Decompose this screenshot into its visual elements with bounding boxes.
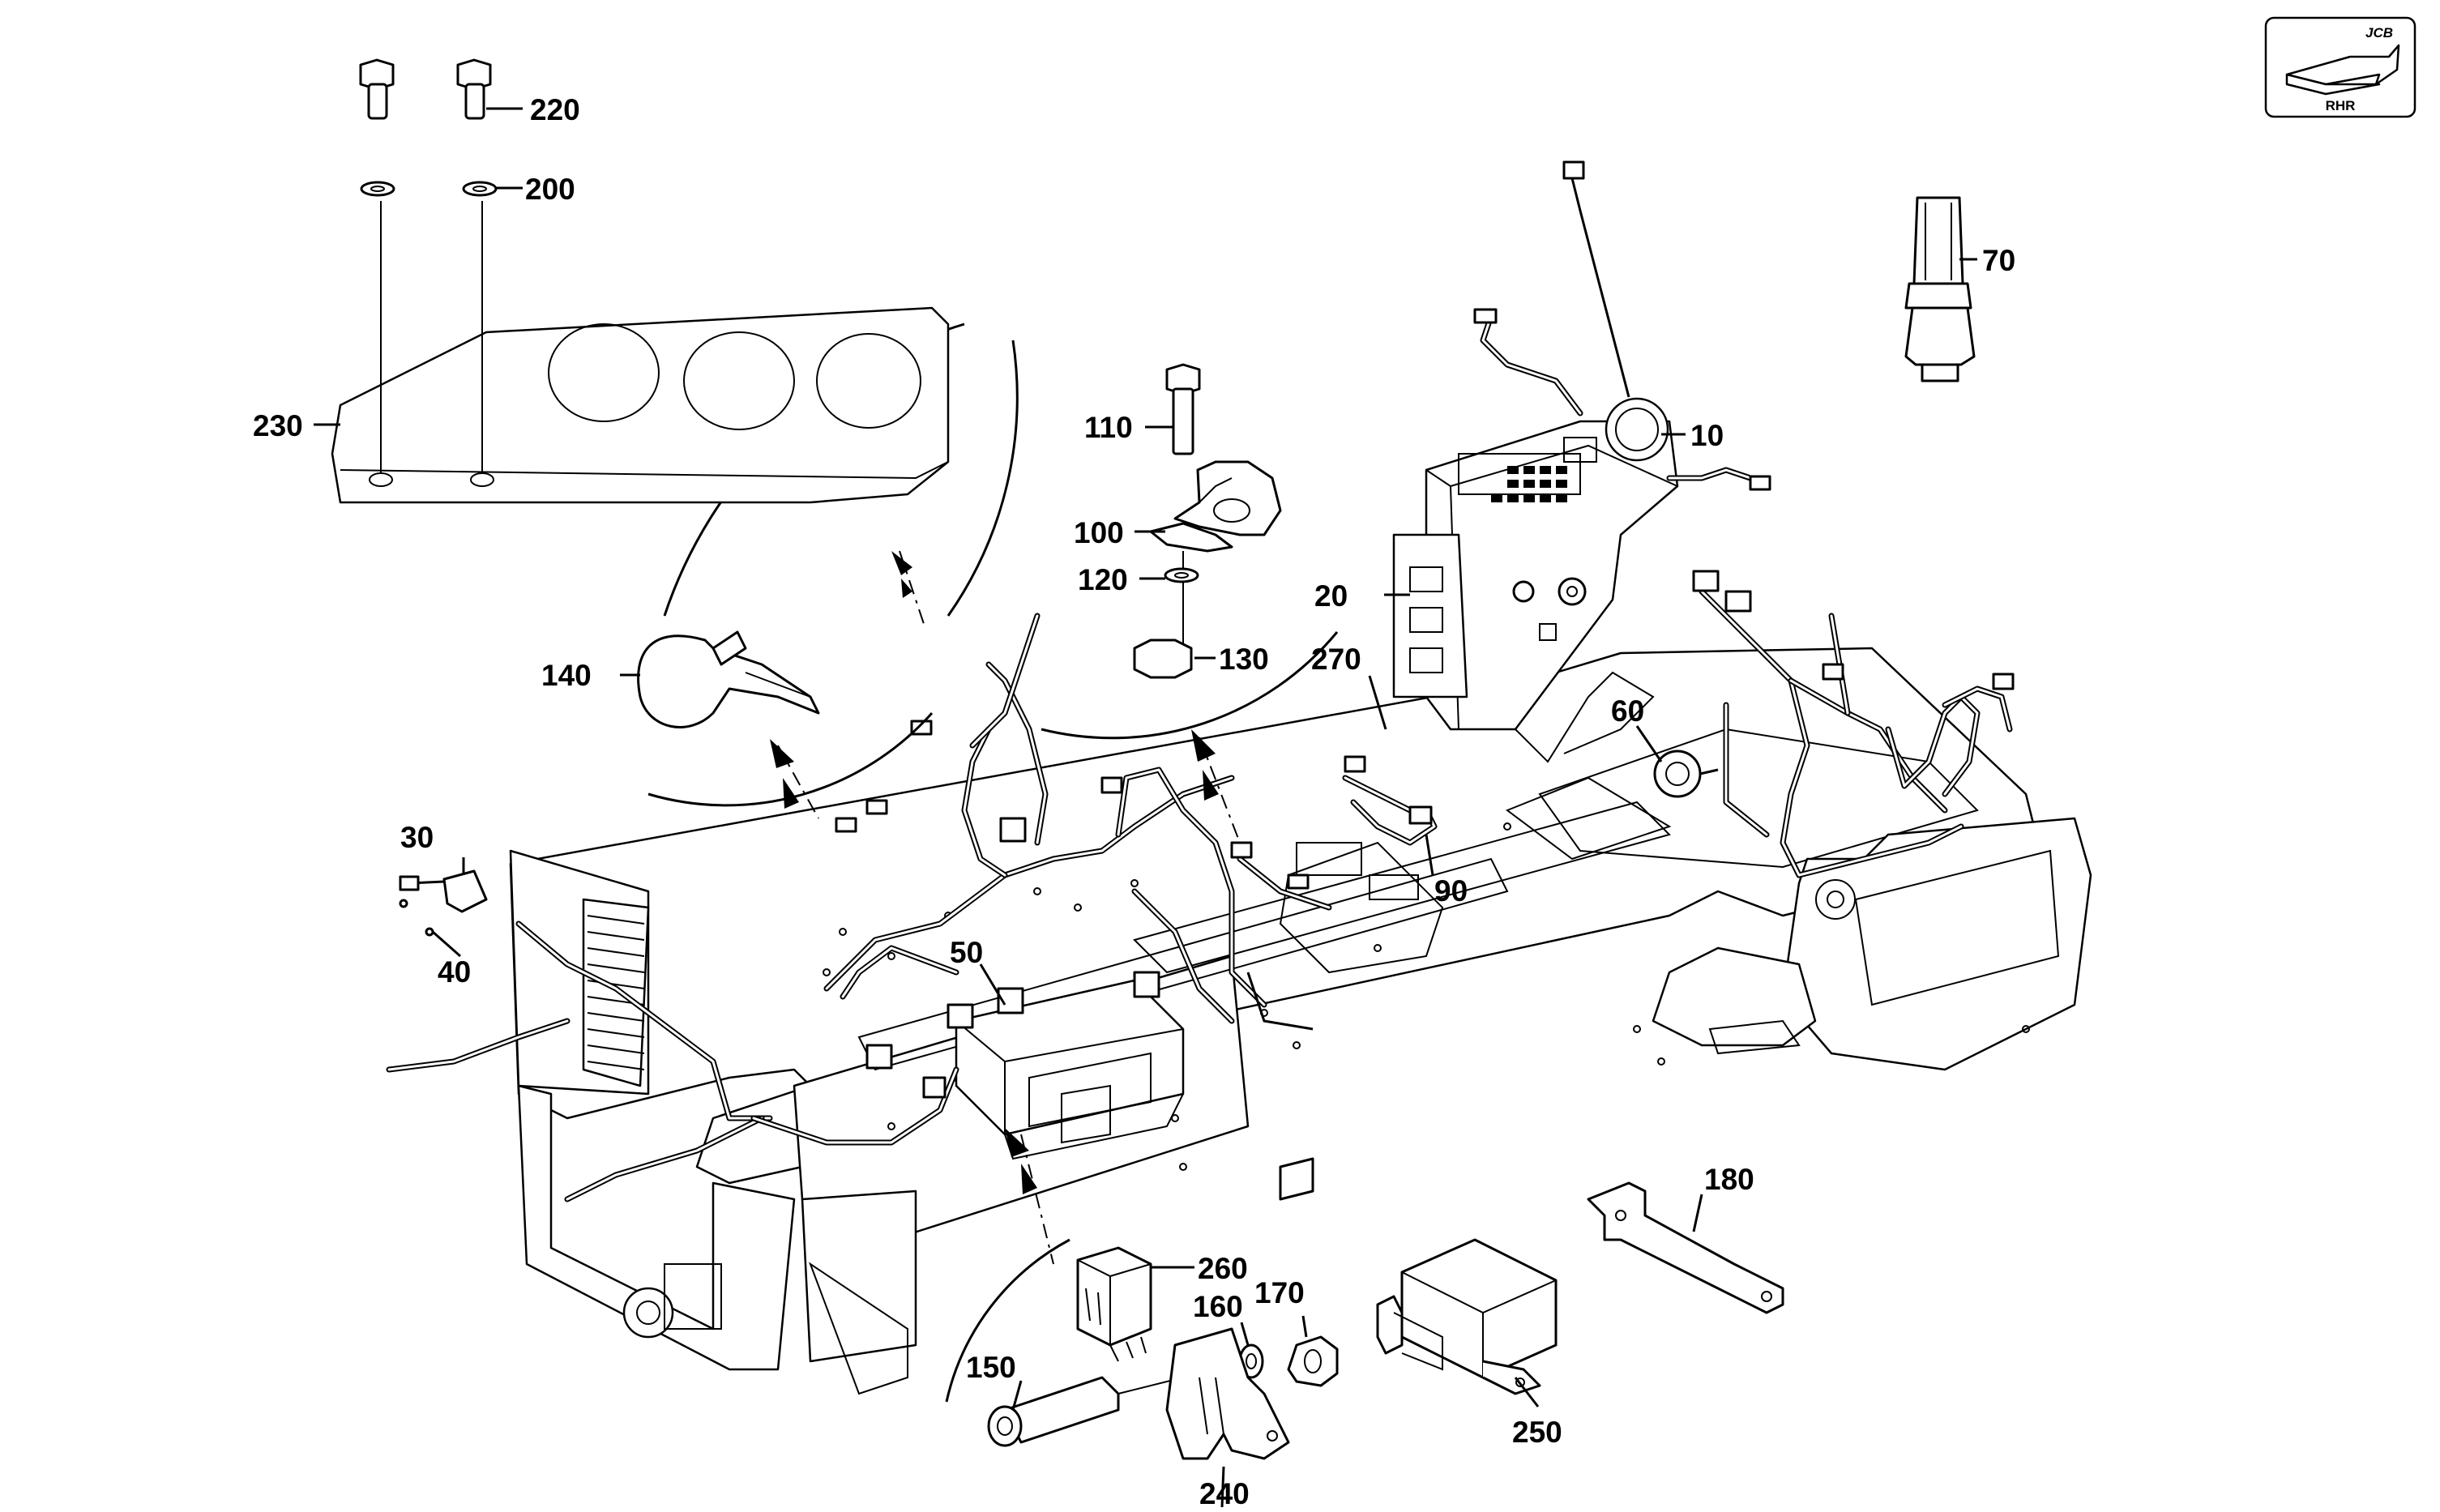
item-150-bolt [1003,1376,1120,1444]
callout-labels: 10 20 30 40 50 60 70 90 100 110 120 130 … [253,93,2015,1510]
item-260-relay [1076,1246,1152,1347]
badge-text: RHR [2326,98,2356,113]
callout-160: 160 [1193,1290,1243,1323]
item-170-nut [1287,1335,1339,1387]
callout-40: 40 [438,955,471,989]
callout-220: 220 [530,93,580,126]
item-120-washer [1164,567,1199,583]
console-display [1458,453,1581,495]
item-60-horn [1653,750,1719,798]
callout-200: 200 [525,173,575,206]
callout-180: 180 [1704,1163,1754,1196]
item-180-strap [1587,1181,1784,1314]
callout-240: 240 [1199,1477,1250,1510]
battery [955,971,1185,1160]
callout-170: 170 [1254,1276,1305,1309]
item-230-shield-plate [331,306,950,504]
orientation-badge: JCB RHR [2264,16,2416,118]
callout-50: 50 [950,936,983,969]
callout-70: 70 [1982,244,2015,277]
callout-leaders [314,107,1977,1508]
item-200-washer [360,181,498,197]
callout-130: 130 [1219,643,1269,676]
callout-90: 90 [1434,874,1468,908]
item-250-module [1376,1238,1558,1395]
item-130-nut [1133,639,1193,679]
callout-20: 20 [1314,579,1348,613]
item-20-module [1392,533,1468,698]
wiring-harness [386,160,2015,1202]
callout-260: 260 [1198,1252,1248,1285]
callout-30: 30 [400,821,434,854]
item-110-bolt [1165,363,1201,395]
instrument-console [1392,397,1679,763]
callout-10: 10 [1690,419,1724,452]
detail-bubble-tie [637,630,934,819]
rear-pivot-mount [1781,817,2092,1071]
item-240-bracket [1165,1327,1290,1460]
callout-140: 140 [541,659,592,692]
badge-brand: JCB [2365,25,2393,41]
detail-bubble-shield [331,58,1019,625]
callout-150: 150 [966,1351,1016,1384]
item-220-bolt-right [456,58,492,91]
callout-120: 120 [1078,563,1128,596]
callout-230: 230 [253,409,303,442]
item-30-clip [442,869,488,913]
battery-terminal-right [1133,971,1160,998]
item-220-bolt [359,58,492,120]
item-140-cable-tie [637,634,820,728]
callout-110: 110 [1084,411,1133,444]
detail-bubble-relay [945,1128,1339,1460]
item-70-pressure-switch [1904,196,1976,382]
callout-270: 270 [1311,643,1361,676]
detail-bubble-clamp [1041,363,1339,844]
callout-100: 100 [1074,516,1124,549]
callout-250: 250 [1512,1416,1562,1449]
callout-60: 60 [1611,694,1644,728]
direction-arrow-icon [2285,44,2400,86]
item-100-clamp [1173,460,1282,536]
